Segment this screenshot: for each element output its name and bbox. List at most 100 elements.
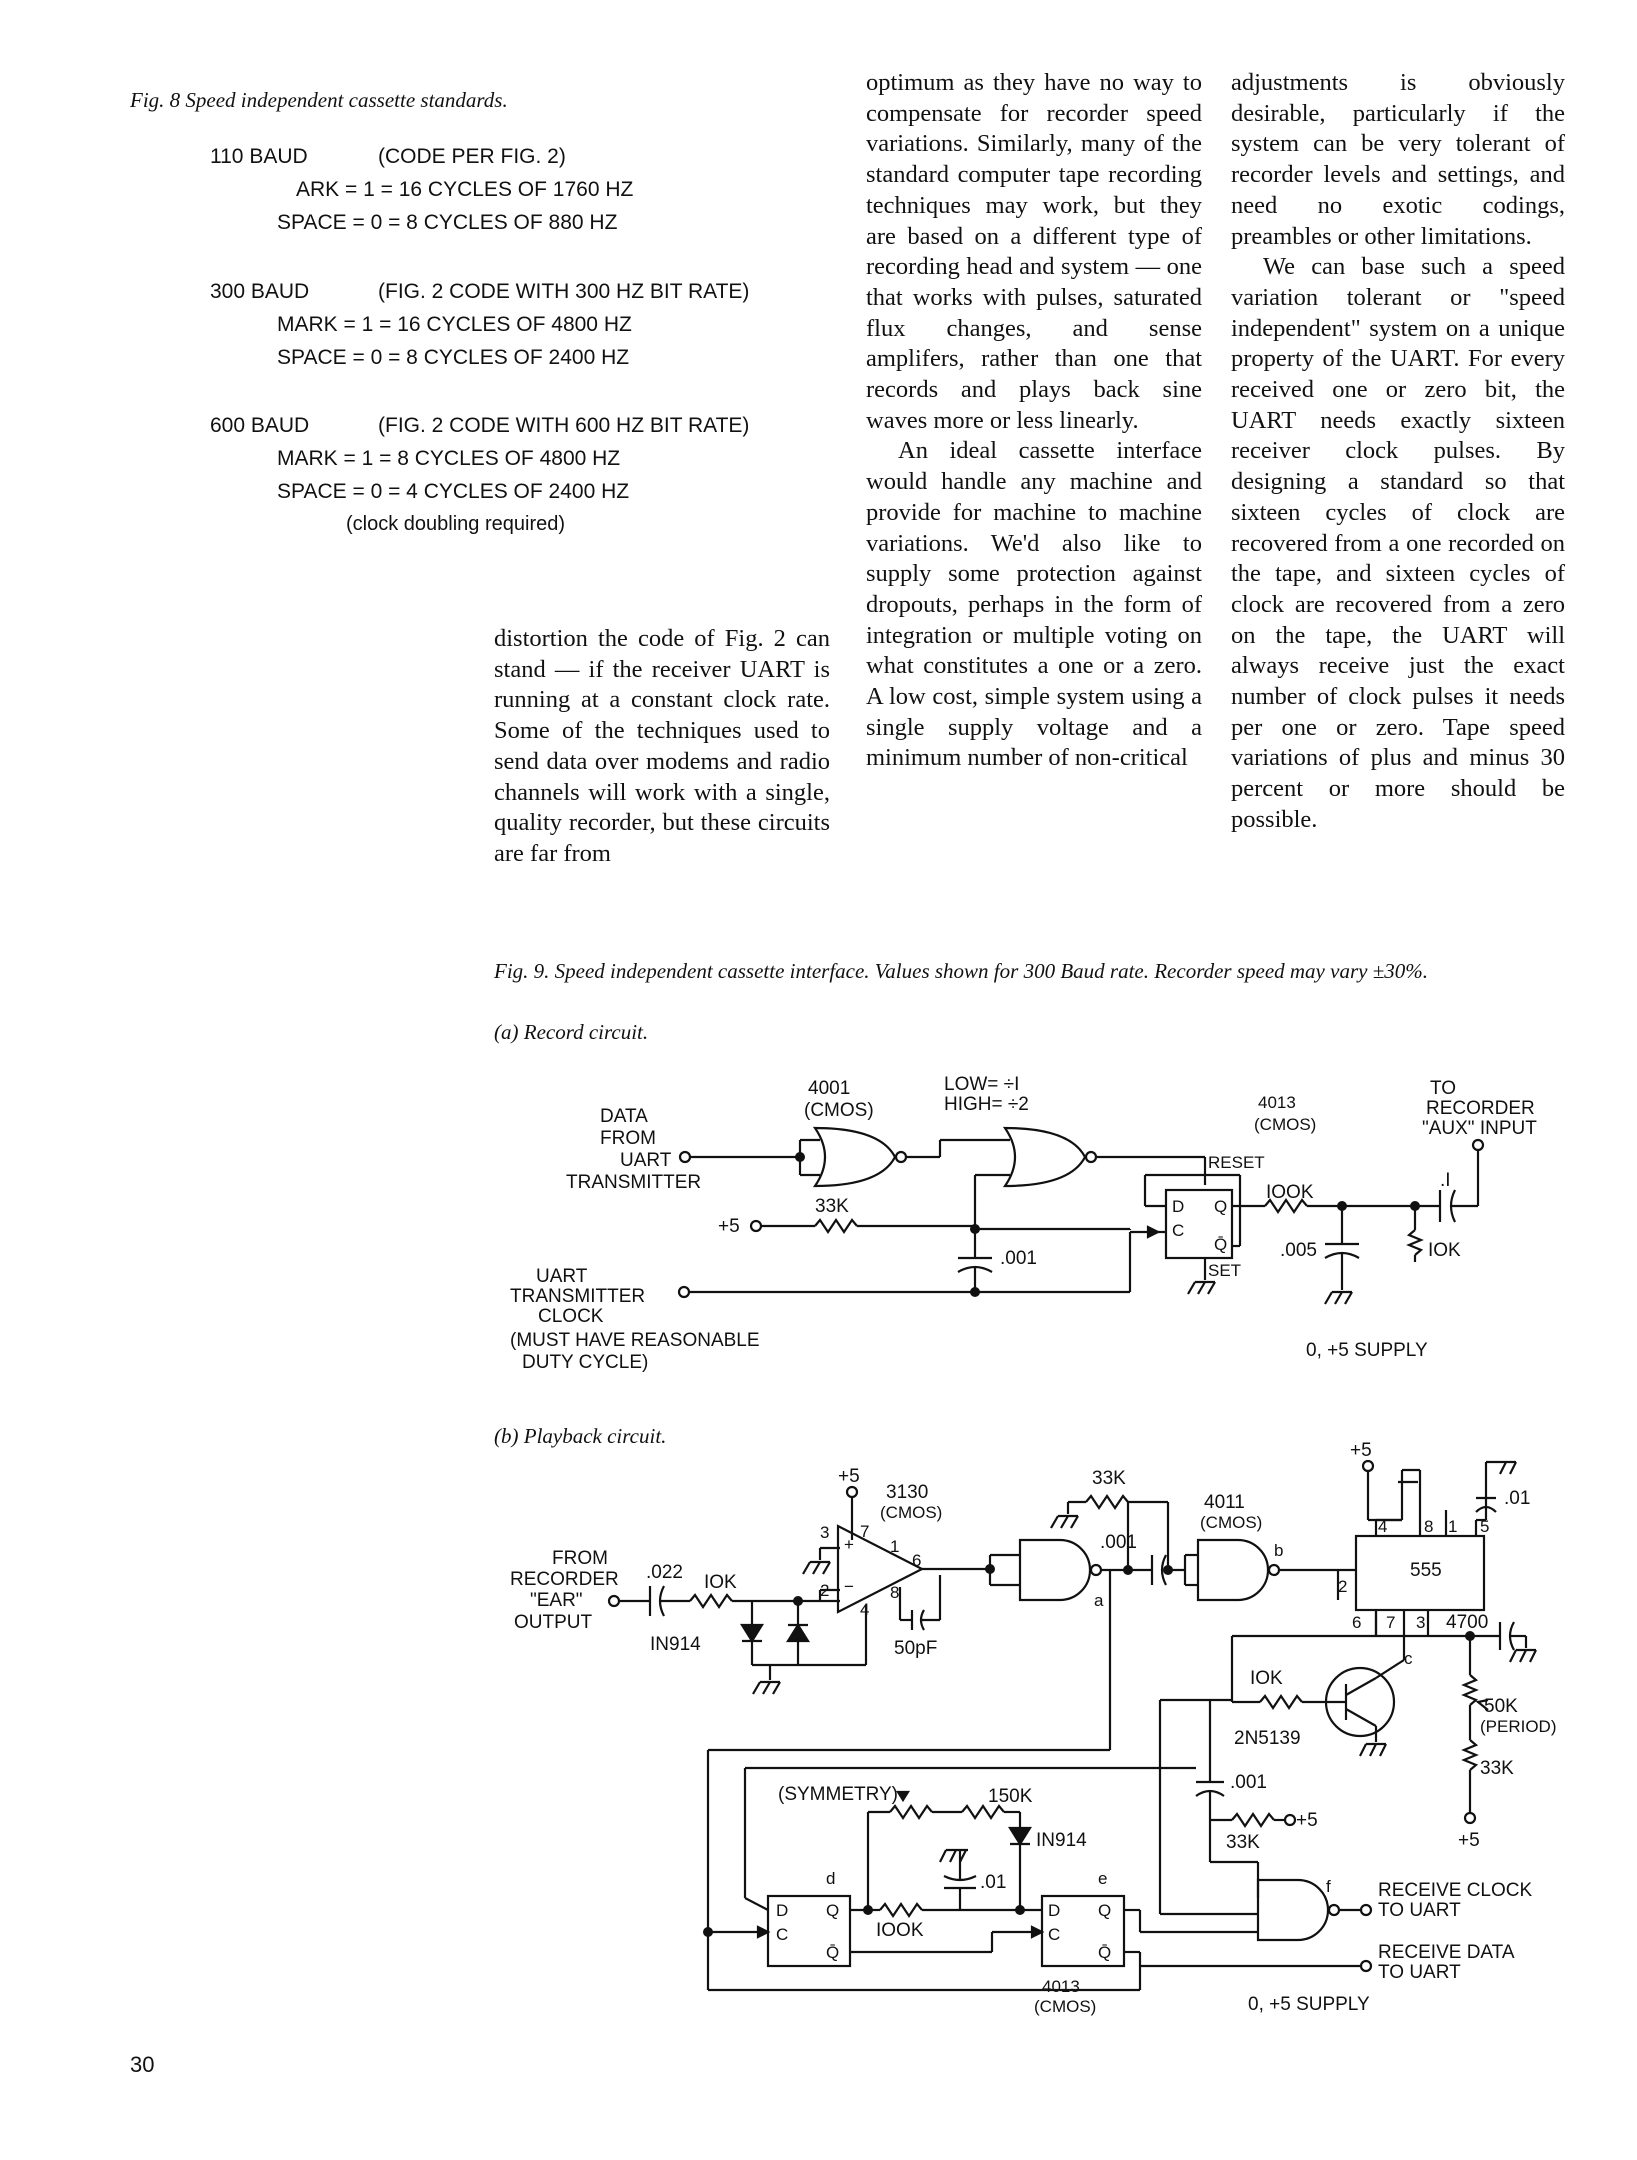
svg-text:Q: Q	[1214, 1197, 1227, 1216]
from-label-3: "EAR"	[530, 1590, 583, 1611]
divide-low: LOW= ÷I	[944, 1074, 1019, 1095]
svg-text:c: c	[1404, 1649, 1413, 1668]
divide-high: HIGH= ÷2	[944, 1094, 1029, 1115]
r2-label: IOOK	[1266, 1182, 1314, 1203]
svg-text:8: 8	[1424, 1517, 1433, 1536]
svg-text:5: 5	[1480, 1517, 1489, 1536]
code-110: (CODE PER FIG. 2)	[378, 145, 566, 168]
fig9-caption: Fig. 9. Speed independent cassette inter…	[494, 959, 1428, 983]
ear-input-terminal	[607, 1594, 621, 1608]
svg-text:1: 1	[890, 1537, 899, 1556]
mark-600: MARK = 1 = 8 CYCLES OF 4800 HZ	[277, 447, 621, 470]
out-label-2: RECORDER	[1426, 1098, 1535, 1119]
transistor-label: 2N5139	[1234, 1728, 1301, 1749]
r-small-label: 33K	[1226, 1832, 1260, 1853]
clock-label-1: UART	[536, 1266, 588, 1287]
svg-text:2: 2	[1338, 1577, 1347, 1596]
paragraph: An ideal cassette interface would handle…	[866, 437, 1202, 772]
clock-input-terminal	[677, 1285, 691, 1299]
c2-label: .005	[1280, 1240, 1317, 1261]
svg-text:6: 6	[1352, 1613, 1361, 1632]
nand-gate-a	[1018, 1538, 1092, 1602]
space-600: SPACE = 0 = 4 CYCLES OF 2400 HZ	[277, 480, 630, 503]
ff-ic-label: 4013	[1042, 1977, 1080, 1996]
c-couple-label: .001	[1100, 1532, 1137, 1553]
svg-text:e: e	[1098, 1869, 1107, 1888]
c-timer-label: .01	[1504, 1488, 1530, 1509]
svg-text:d: d	[826, 1869, 835, 1888]
r-timer-label: 33K	[1480, 1758, 1514, 1779]
c-ff-label: .01	[980, 1872, 1006, 1893]
ff-ic-type: (CMOS)	[1034, 1997, 1096, 2016]
opamp-3130	[836, 1524, 925, 1614]
playback-circuit-title: (b) Playback circuit.	[494, 1424, 667, 1448]
opamp-type: (CMOS)	[880, 1503, 942, 1522]
c-comp-label: 50pF	[894, 1638, 937, 1659]
pot-note: (PERIOD)	[1480, 1717, 1557, 1736]
receive-data-label-2: TO UART	[1378, 1962, 1461, 1983]
ic2-type: (CMOS)	[1254, 1115, 1316, 1134]
record-supply-label: 0, +5 SUPPLY	[1306, 1340, 1428, 1361]
receive-clock-label-2: TO UART	[1378, 1900, 1461, 1921]
timer-plus5: +5	[1350, 1440, 1372, 1461]
c-timing-label: 4700	[1446, 1612, 1488, 1633]
flip-flop-record	[1164, 1188, 1234, 1260]
plus5-label: +5	[718, 1216, 740, 1237]
text-column-3: adjustments is obviously desirable, part…	[1231, 68, 1565, 836]
symmetry-label: (SYMMETRY)	[778, 1784, 898, 1805]
from-label-1: FROM	[552, 1548, 608, 1569]
svg-text:C: C	[1048, 1925, 1060, 1944]
duty-note-1: (MUST HAVE REASONABLE	[510, 1330, 760, 1351]
data-input-terminal	[678, 1150, 692, 1164]
r1-label: 33K	[815, 1196, 849, 1217]
c1-label: .001	[1000, 1248, 1037, 1269]
opamp-label: 3130	[886, 1482, 928, 1503]
svg-text:7: 7	[860, 1522, 869, 1541]
fig8-caption: Fig. 8 Speed independent cassette standa…	[130, 88, 508, 112]
svg-text:Q̄: Q̄	[826, 1943, 839, 1962]
svg-text:b: b	[1274, 1541, 1283, 1560]
playback-circuit-schematic: FROM RECORDER "EAR" OUTPUT .022 IOK IN91…	[510, 1440, 1557, 2016]
paragraph: We can base such a speed variation toler…	[1231, 253, 1565, 833]
svg-text:4: 4	[860, 1600, 869, 1619]
svg-text:a: a	[1094, 1591, 1104, 1610]
svg-text:C: C	[776, 1925, 788, 1944]
baud-300: 300 BAUD	[210, 280, 310, 303]
svg-text:7: 7	[1386, 1613, 1395, 1632]
svg-text:f: f	[1326, 1877, 1331, 1896]
r-pull-label: 33K	[1092, 1468, 1126, 1489]
paragraph: distortion the code of Fig. 2 can stand …	[494, 625, 830, 867]
text-column-2: optimum as they have no way to compensat…	[866, 68, 1202, 774]
note-600: (clock doubling required)	[346, 513, 566, 535]
ic1-label: 4001	[808, 1078, 850, 1099]
svg-text:Q̄: Q̄	[1214, 1235, 1227, 1254]
svg-text:3: 3	[1416, 1613, 1425, 1632]
r-base-label: IOK	[1250, 1668, 1283, 1689]
diode2-label: IN914	[1036, 1830, 1087, 1851]
svg-text:3: 3	[820, 1523, 829, 1542]
nor-gate-1	[812, 1126, 897, 1188]
record-circuit-title: (a) Record circuit.	[494, 1020, 649, 1044]
clock-label-3: CLOCK	[538, 1306, 604, 1327]
space-300: SPACE = 0 = 8 CYCLES OF 2400 HZ	[277, 346, 630, 369]
svg-text:Q̄: Q̄	[1098, 1943, 1111, 1962]
r-in-label: IOK	[704, 1572, 737, 1593]
code-300: (FIG. 2 CODE WITH 300 HZ BIT RATE)	[378, 280, 750, 303]
fig8-standards: 110 BAUD (CODE PER FIG. 2) ARK = 1 = 16 …	[0, 0, 820, 560]
diodes-label: IN914	[650, 1634, 701, 1655]
from-label-4: OUTPUT	[514, 1612, 593, 1633]
r-sym-label: 150K	[988, 1786, 1033, 1807]
nor-gate-2	[1002, 1126, 1087, 1188]
ic1-type: (CMOS)	[804, 1100, 874, 1121]
baud-110: 110 BAUD	[210, 145, 308, 168]
code-600: (FIG. 2 CODE WITH 600 HZ BIT RATE)	[378, 414, 750, 437]
pot-label: 50K	[1484, 1696, 1518, 1717]
svg-text:D: D	[1048, 1901, 1060, 1920]
nand-ic-label: 4011	[1204, 1492, 1245, 1513]
space-110: SPACE = 0 = 8 CYCLES OF 880 HZ	[277, 211, 618, 234]
mark-110: ARK = 1 = 16 CYCLES OF 1760 HZ	[296, 178, 634, 201]
flip-flop-d	[766, 1894, 852, 1968]
svg-text:8: 8	[890, 1583, 899, 1602]
svg-text:1: 1	[1448, 1517, 1457, 1536]
receive-data-label: RECEIVE DATA	[1378, 1942, 1515, 1963]
